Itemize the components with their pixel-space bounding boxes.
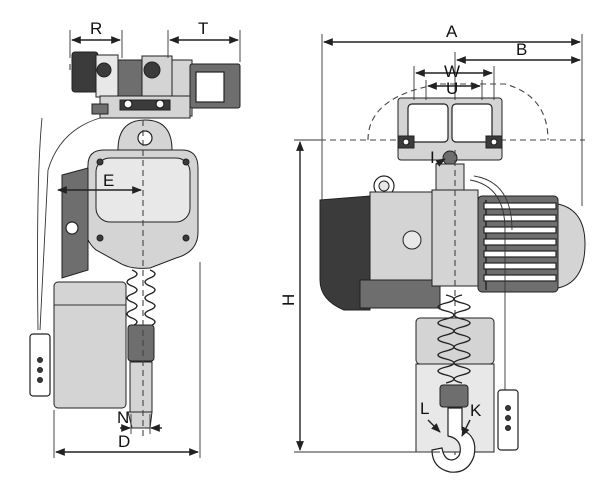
dimension-R: R: [69, 19, 123, 58]
chain-bucket-front: [415, 317, 495, 365]
label-T: T: [198, 19, 208, 38]
dimension-H: H: [279, 139, 440, 453]
front-view: [300, 83, 586, 473]
label-A: A: [446, 22, 458, 41]
dimension-D: D: [53, 262, 201, 458]
label-N: N: [117, 408, 129, 427]
trolley-motor-left: [71, 51, 99, 93]
chain-spring-left: [126, 269, 156, 327]
dimension-U: U: [425, 79, 483, 100]
label-D: D: [118, 432, 130, 451]
label-B: B: [516, 40, 527, 59]
dimension-A: A: [321, 22, 583, 206]
label-W: W: [444, 62, 460, 81]
label-H: H: [279, 294, 298, 306]
label-U: U: [446, 79, 458, 98]
hook: [431, 407, 476, 473]
label-K: K: [470, 401, 482, 420]
dimension-T: T: [167, 19, 241, 62]
dimension-B: B: [454, 40, 581, 100]
side-view: [29, 51, 241, 440]
dimension-I: I: [430, 148, 446, 167]
dimension-K: K: [461, 401, 482, 437]
dimension-N: N: [117, 408, 162, 434]
dimension-E: E: [57, 171, 142, 194]
pendant-left: [29, 333, 51, 397]
label-L: L: [420, 399, 429, 418]
label-I: I: [430, 148, 435, 167]
label-R: R: [90, 19, 102, 38]
label-E: E: [103, 171, 114, 190]
chain-bucket: [53, 281, 127, 409]
hoist-motor: [477, 195, 586, 293]
dimension-W: W: [413, 62, 495, 100]
dimension-L: L: [420, 399, 441, 433]
